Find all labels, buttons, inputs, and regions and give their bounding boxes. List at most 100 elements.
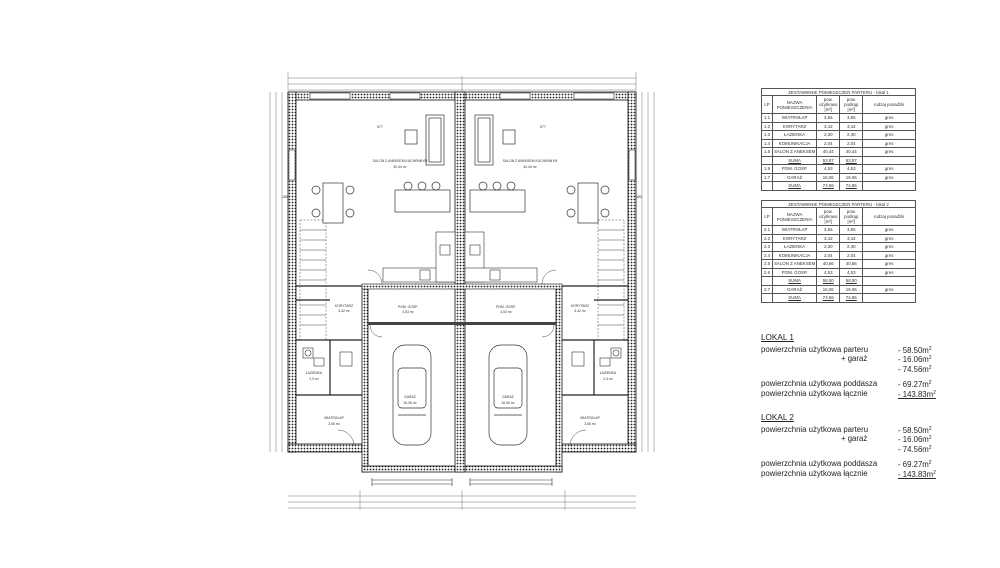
- lokal-1-summary: LOKAL 1 powierzchnia użytkowa parteru- 5…: [761, 333, 946, 399]
- cell-floor-type: [862, 155, 916, 165]
- cell-name: KOMUNIKACJA: [771, 250, 818, 260]
- dining-table-right-icon: [566, 182, 610, 224]
- cell-lp: 2.7: [761, 284, 773, 294]
- cell-floor-area: 2,30: [839, 130, 864, 140]
- room-label: WIATROŁAP: [580, 416, 600, 420]
- dimension-lines: [269, 72, 655, 510]
- cell-floor-type: [862, 293, 916, 303]
- cell-lp: 1.2: [761, 121, 773, 131]
- stairs-left: [299, 219, 327, 341]
- cell-area: 40,44: [816, 147, 841, 157]
- cell-floor-area: 40,66: [839, 259, 864, 269]
- cell-area: 3,42: [816, 233, 841, 243]
- cell-floor-area: 74,56: [839, 293, 864, 303]
- cell-lp: 1.4: [761, 138, 773, 148]
- column-header: rodzaj posadzki: [862, 207, 916, 226]
- summary-value: - 143.83m2: [898, 389, 936, 399]
- cell-name: SUMA: [771, 181, 818, 191]
- cell-floor-type: gres: [862, 242, 916, 252]
- cell-floor-area: 53,97: [839, 155, 864, 165]
- cell-floor-type: gres: [862, 121, 916, 131]
- cell-name: SUMA: [771, 293, 818, 303]
- cell-area: 2,04: [816, 250, 841, 260]
- room-label: ŁAZIENKA: [306, 371, 323, 375]
- cell-name: ŁAZIENKA: [771, 242, 818, 252]
- cell-floor-type: gres: [862, 259, 916, 269]
- cell-lp: 2.1: [761, 225, 773, 235]
- column-header: LP: [761, 95, 773, 114]
- cell-name: SALON Z ANEKSEM: [771, 147, 818, 157]
- door-swings: [337, 269, 587, 447]
- cell-lp: [761, 181, 773, 191]
- cell-area: 3,42: [816, 121, 841, 131]
- room-area: 3,42 m²: [338, 309, 350, 313]
- column-header: pow. podłogi [m²]: [839, 207, 864, 226]
- summary-value: - 16.06m2: [898, 435, 932, 445]
- cell-lp: 1.5: [761, 147, 773, 157]
- cell-floor-type: gres: [862, 250, 916, 260]
- room-label: KORYTARZ: [335, 304, 353, 308]
- cell-area: 3,55: [816, 225, 841, 235]
- cell-area: 2,30: [816, 242, 841, 252]
- summary-label: powierzchnia użytkowa łącznie: [761, 388, 868, 398]
- cell-name: GARAŻ: [771, 284, 818, 294]
- cell-name: KOMUNIKACJA: [771, 138, 818, 148]
- cell-lp: 1.3: [761, 130, 773, 140]
- summary-value: - 143.83m2: [898, 469, 936, 479]
- exterior-walls: [287, 91, 637, 473]
- cell-name: GARAŻ: [771, 172, 818, 182]
- room-label: WIATROŁAP: [324, 416, 344, 420]
- summary-label: powierzchnia użytkowa poddasza: [761, 459, 878, 469]
- room-area: 4,53 m²: [500, 310, 512, 314]
- cell-floor-area: 74,56: [839, 181, 864, 191]
- cell-floor-area: 3,55: [839, 225, 864, 235]
- dimension-label: 180: [636, 195, 642, 199]
- room-label: POM. GOSP.: [496, 305, 516, 309]
- cell-floor-area: 3,42: [839, 121, 864, 131]
- summary-value: - 58.50m2: [898, 345, 932, 355]
- cell-lp: [761, 293, 773, 303]
- cell-name: SUMA: [771, 276, 818, 286]
- dimension-label: 180: [282, 195, 288, 199]
- lokal-heading: LOKAL 1: [761, 333, 794, 342]
- cell-lp: 2.2: [761, 233, 773, 243]
- room-label: GARAŻ: [502, 394, 514, 399]
- cell-lp: 1.6: [761, 164, 773, 174]
- column-header: NAZWA POMIESZCZENIA: [771, 207, 818, 226]
- cell-floor-area: 16,06: [839, 284, 864, 294]
- cell-floor-area: 16,06: [839, 172, 864, 182]
- cell-name: SALON Z ANEKSEM: [771, 259, 818, 269]
- cell-lp: 2.6: [761, 267, 773, 277]
- cell-floor-area: 3,42: [839, 233, 864, 243]
- cell-area: 74,56: [816, 181, 841, 191]
- bathroom-fixtures: [302, 347, 622, 367]
- cell-area: 2,30: [816, 130, 841, 140]
- cell-floor-type: gres: [862, 172, 916, 182]
- cell-name: WIATROŁAP: [771, 113, 818, 123]
- room-label: SALON Z ANEKSEM KUCHENNYM: [503, 159, 558, 163]
- room-area: 2,3 m²: [603, 377, 613, 381]
- room-area: 3,42 m²: [574, 309, 586, 313]
- cell-name: POM. GOSP.: [771, 267, 818, 277]
- summary-value: - 74.56m2: [898, 364, 932, 374]
- cell-area: 2,04: [816, 138, 841, 148]
- cell-name: KORYTARZ: [771, 233, 818, 243]
- column-header: pow. użytkowa [m²]: [816, 95, 841, 114]
- summary-value: - 58.50m2: [898, 425, 932, 435]
- cell-name: POM. GOSP.: [771, 164, 818, 174]
- column-header: NAZWA POMIESZCZENIA: [771, 95, 818, 114]
- cell-lp: [761, 155, 773, 165]
- cell-floor-type: gres: [862, 130, 916, 140]
- cell-lp: 2.4: [761, 250, 773, 260]
- cell-name: KORYTARZ: [771, 121, 818, 131]
- room-label: GARAŻ: [404, 394, 416, 399]
